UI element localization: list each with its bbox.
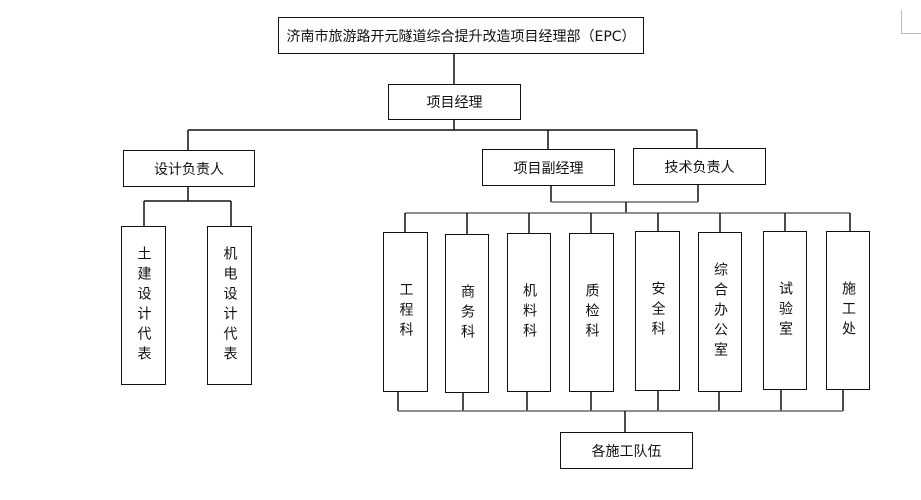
title-text: 济南市旅游路开元隧道综合提升改造项目经理部（EPC） (286, 28, 636, 45)
deputy-manager-box: 项目副经理 (482, 149, 615, 186)
department-text: 机料科 (521, 282, 537, 343)
department-text: 质检科 (583, 282, 600, 343)
design-rep-box: 机电设计代表 (207, 226, 252, 385)
department-text: 试验室 (777, 280, 793, 341)
department-box: 安全科 (635, 231, 680, 391)
deputy-manager-text: 项目副经理 (513, 160, 584, 177)
department-box: 综合办公室 (698, 232, 742, 392)
title-box: 济南市旅游路开元隧道综合提升改造项目经理部（EPC） (278, 17, 644, 54)
project-manager-text: 项目经理 (426, 95, 483, 111)
department-box: 机料科 (507, 233, 551, 392)
page-corner-mark (901, 10, 921, 34)
technical-lead-text: 技术负责人 (664, 159, 735, 176)
construction-teams-text: 各施工队伍 (591, 443, 662, 460)
department-text: 安全科 (649, 281, 666, 341)
department-text: 商务科 (459, 283, 475, 344)
design-rep-text: 机电设计代表 (221, 245, 238, 366)
department-text: 施工处 (840, 280, 856, 341)
project-manager-box: 项目经理 (388, 84, 521, 120)
design-lead-box: 设计负责人 (123, 150, 255, 187)
department-box: 工程科 (383, 232, 428, 392)
department-box: 试验室 (763, 231, 807, 390)
design-lead-text: 设计负责人 (154, 161, 224, 178)
department-text: 综合办公室 (712, 262, 728, 362)
department-text: 工程科 (397, 282, 414, 342)
department-box: 商务科 (445, 234, 489, 393)
department-box: 质检科 (569, 233, 614, 392)
technical-lead-box: 技术负责人 (633, 148, 766, 185)
design-rep-box: 土建设计代表 (121, 226, 166, 385)
construction-teams-box: 各施工队伍 (560, 432, 693, 469)
design-rep-text: 土建设计代表 (135, 245, 152, 366)
department-box: 施工处 (826, 231, 870, 390)
